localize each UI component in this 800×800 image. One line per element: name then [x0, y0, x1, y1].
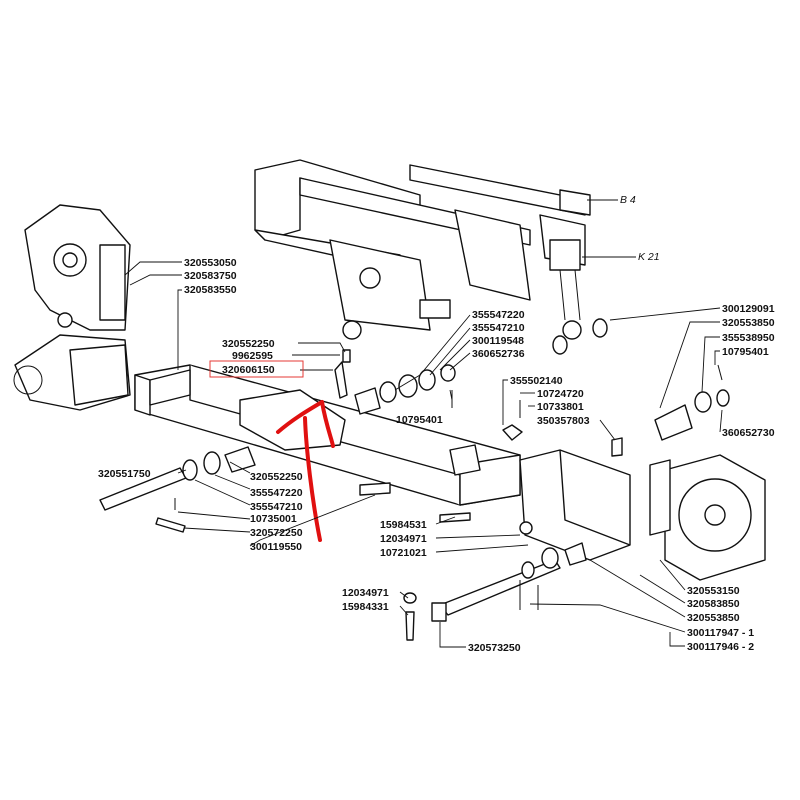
part-label: 320552250	[222, 338, 275, 350]
part-label: 300117947 - 1	[687, 627, 754, 639]
part-label: 320583850	[687, 598, 740, 610]
main-axle-beam	[134, 364, 521, 506]
reference-labels: B 4 K 21	[620, 194, 660, 263]
part-label: 355502140	[510, 375, 563, 387]
part-label: 320551750	[98, 468, 151, 480]
part-label: 9962595	[232, 350, 273, 362]
part-label: 300119550	[250, 541, 302, 553]
part-number-labels: 320553050 320583750 320583550 320552250 …	[98, 257, 775, 654]
part-label: 320553850	[687, 612, 740, 624]
part-label: 10735001	[250, 513, 297, 525]
left-arm	[13, 334, 131, 411]
part-label: 10795401	[722, 346, 769, 358]
upper-frame	[254, 159, 591, 340]
part-label: 12034971	[342, 587, 389, 599]
red-marker-annotation	[276, 400, 335, 542]
part-label: 10733801	[537, 401, 584, 413]
part-label: 15984531	[380, 519, 427, 531]
part-label: 355547220	[250, 487, 303, 499]
part-label: 300119548	[472, 335, 524, 347]
part-label-highlighted: 320606150	[222, 364, 275, 376]
ref-b4: B 4	[620, 194, 636, 206]
part-label: 320583550	[184, 284, 237, 296]
part-label: 320572250	[250, 527, 303, 539]
part-label: 10795401	[396, 414, 443, 426]
left-bracket	[24, 204, 131, 331]
part-label: 320583750	[184, 270, 237, 282]
part-label: 320573250	[468, 642, 521, 654]
part-label: 300129091	[722, 303, 775, 315]
part-label: 320552250	[250, 471, 303, 483]
part-label: 355538950	[722, 332, 775, 344]
part-label: 350357803	[537, 415, 590, 427]
part-label: 12034971	[380, 533, 427, 545]
part-label: 320553050	[184, 257, 237, 269]
leader-lines	[124, 199, 723, 648]
ref-k21: K 21	[638, 251, 660, 263]
part-label: 300117946 - 2	[687, 641, 754, 653]
part-label: 360652736	[472, 348, 525, 360]
part-label: 320553150	[687, 585, 740, 597]
part-label: 360652730	[722, 427, 775, 439]
part-label: 355547210	[472, 322, 525, 334]
highlight-box	[209, 360, 304, 378]
part-label: 10721021	[380, 547, 427, 559]
part-label: 10724720	[537, 388, 584, 400]
part-label: 15984331	[342, 601, 389, 613]
right-knuckle	[519, 449, 766, 581]
part-label: 355547210	[250, 501, 303, 513]
part-label: 355547220	[472, 309, 525, 321]
small-parts	[99, 318, 730, 641]
part-label: 320553850	[722, 317, 775, 329]
